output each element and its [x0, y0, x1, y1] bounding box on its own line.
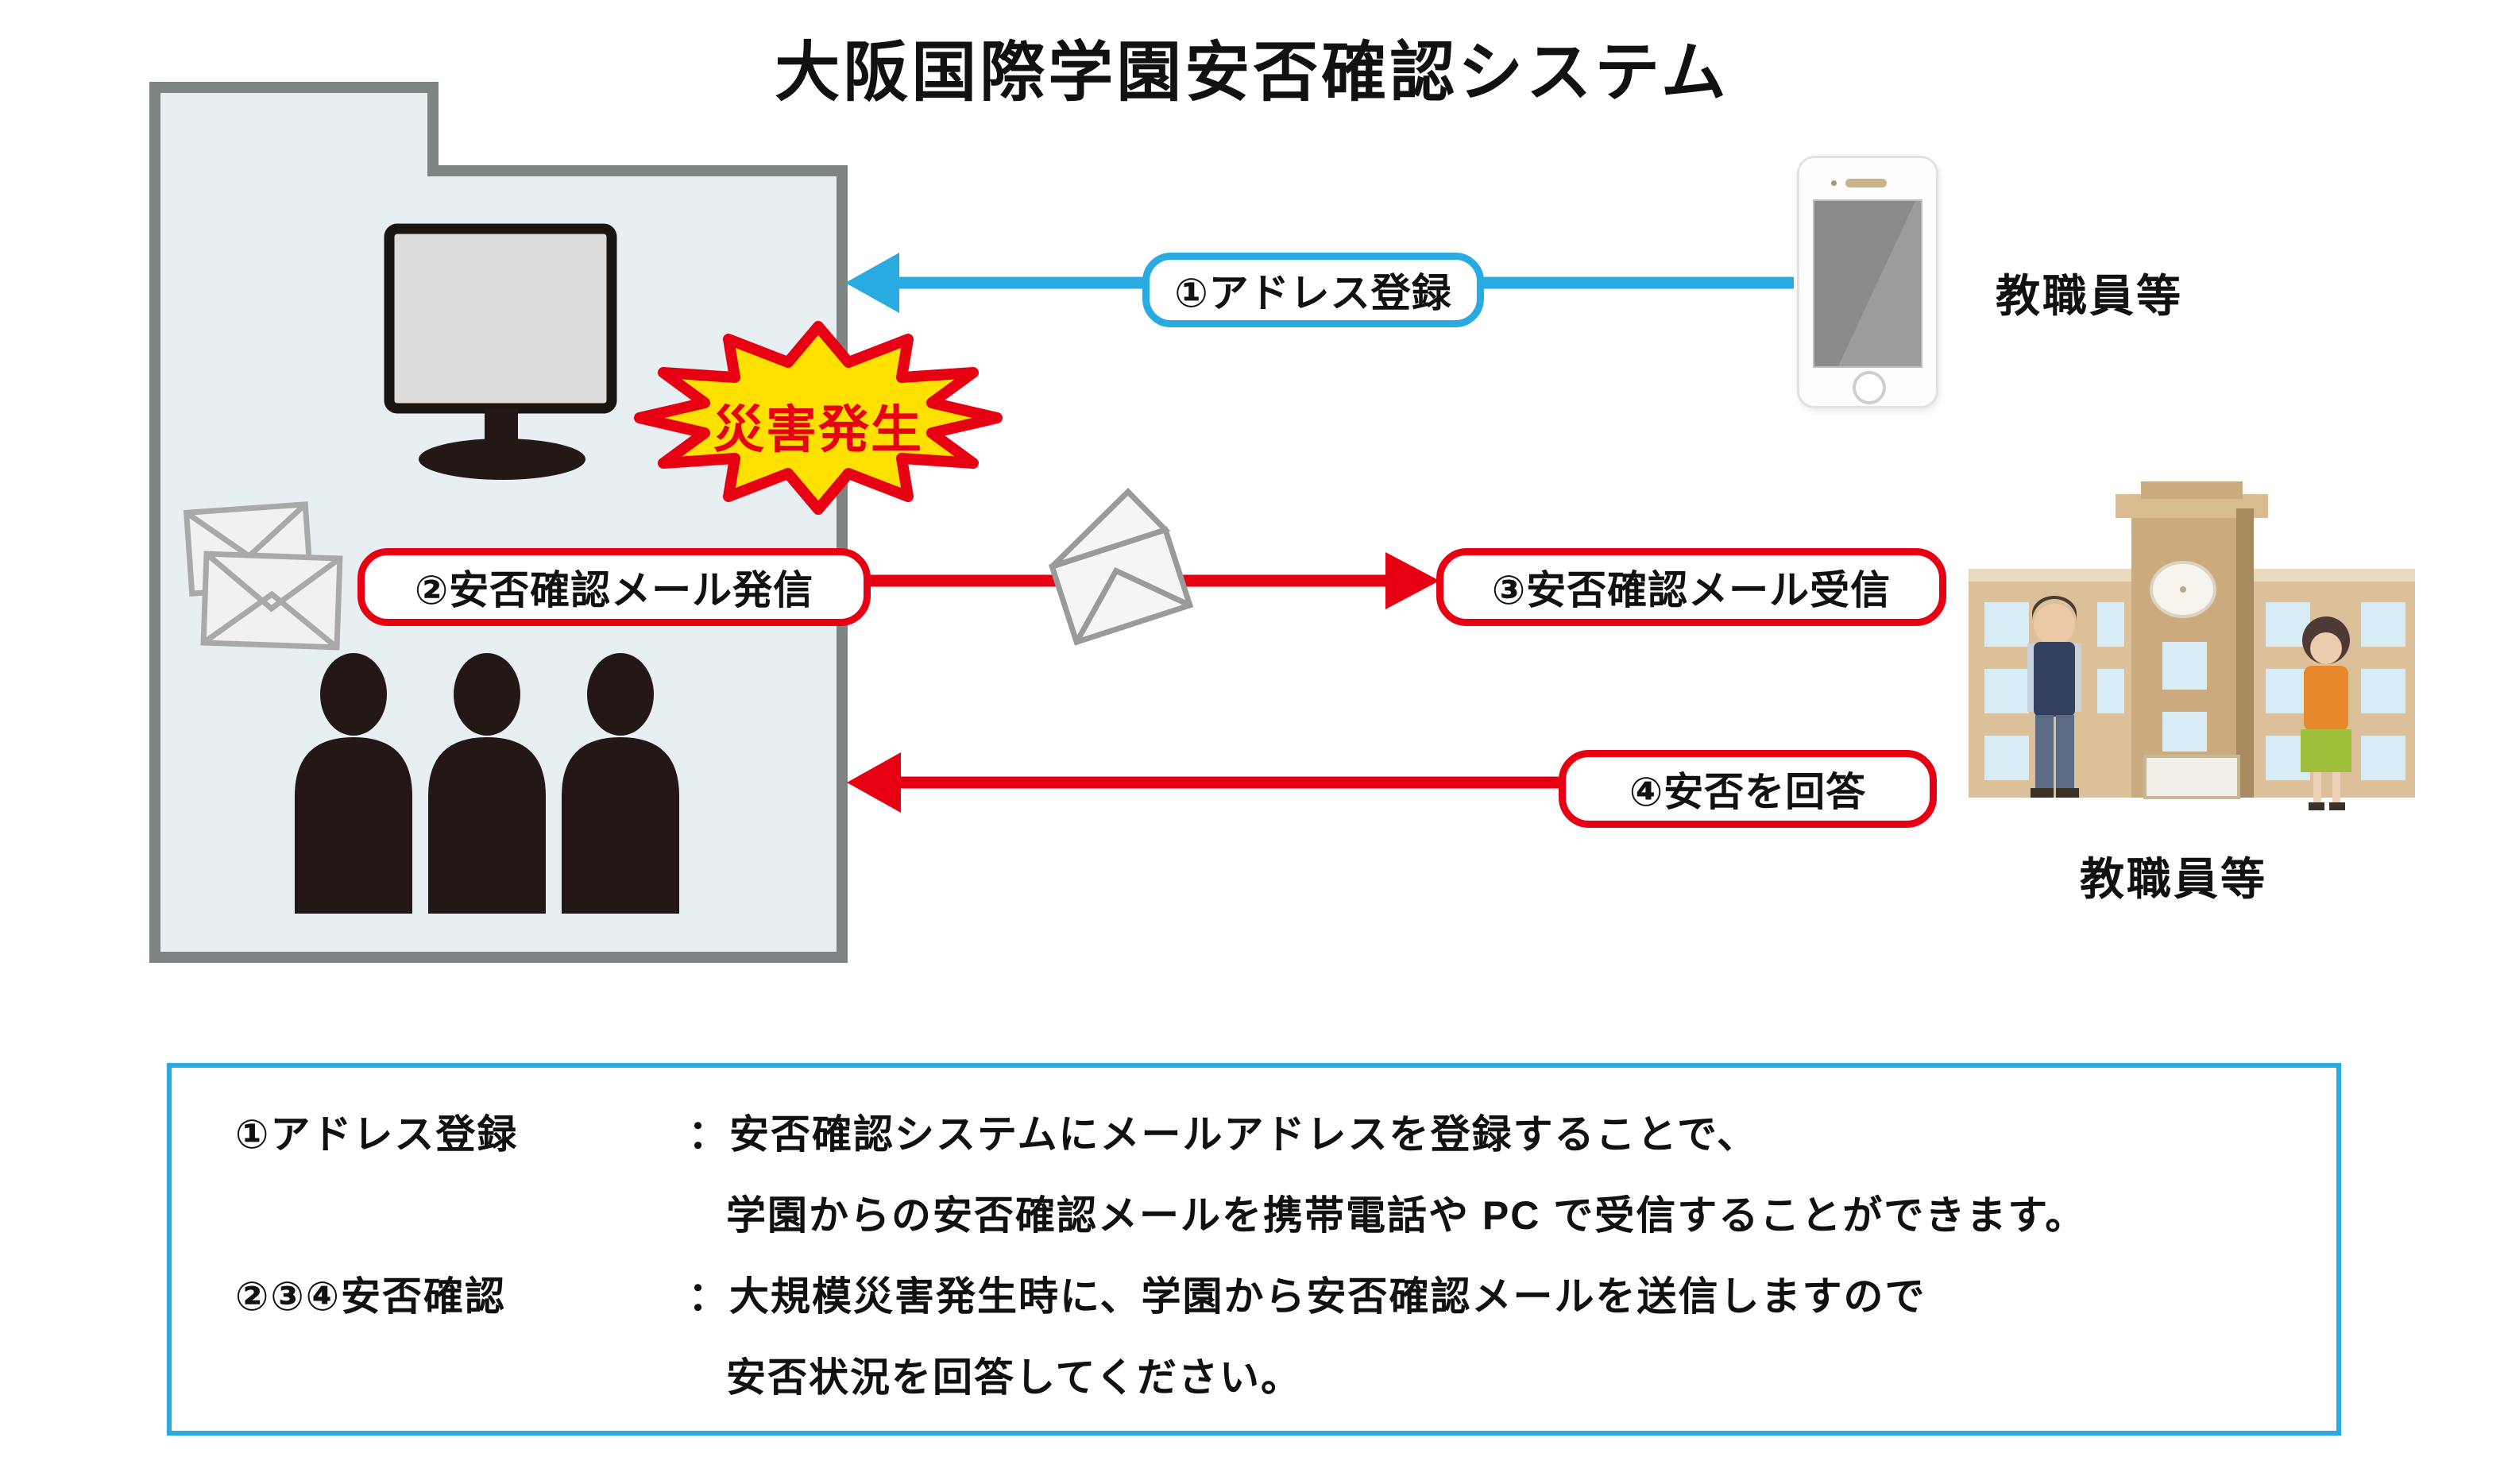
- phone-screen: [1813, 199, 1922, 368]
- male-staff-figure: [2027, 596, 2081, 798]
- legend-row1-line2: 学園からの安否確認メールを携帯電話や PC で受信することができます。: [235, 1190, 2336, 1241]
- female-staff-figure: [2301, 616, 2351, 810]
- phone-home-button: [1853, 371, 1886, 404]
- step4-reply-pill: ④安否を回答: [1559, 750, 1937, 828]
- legend-row2-line1: ②③④安否確認 ：大規模災害発生時に、学園から安否確認メールを送信しますので: [235, 1271, 2336, 1322]
- disaster-burst: [634, 321, 1003, 515]
- legend-row2-text: ：大規模災害発生時に、学園から安否確認メールを送信しますので: [688, 1274, 1926, 1319]
- phone-sensor-dot: [1831, 180, 1837, 186]
- smartphone-icon: [1797, 156, 1938, 408]
- people-group-icon: [295, 653, 679, 914]
- school-office-shape: [149, 82, 848, 963]
- legend-row1-label: ①アドレス登録: [235, 1112, 519, 1157]
- legend-row2-label: ②③④安否確認: [235, 1274, 507, 1319]
- legend-row1-text2: 学園からの安否確認メールを携帯電話や PC で受信することができます。: [726, 1193, 2087, 1238]
- step1-address-registration-pill: ①アドレス登録: [1142, 253, 1484, 327]
- step2-label: ②安否確認メール発信: [414, 568, 814, 613]
- reply-arrow: [847, 752, 1559, 813]
- flying-envelope-icon: [1048, 488, 1194, 646]
- disaster-burst-label: 災害発生: [713, 401, 923, 458]
- step4-label: ④安否を回答: [1629, 770, 1867, 814]
- step3-label: ③安否確認メール受信: [1491, 568, 1892, 613]
- legend-box: ①アドレス登録 ：安否確認システムにメールアドレスを登録することで、 学園からの安…: [167, 1063, 2341, 1436]
- legend-row1-line1: ①アドレス登録 ：安否確認システムにメールアドレスを登録することで、: [235, 1109, 2336, 1160]
- legend-row2-line2: 安否状況を回答してください。: [235, 1352, 2336, 1403]
- step2-mail-send-pill: ②安否確認メール発信: [357, 548, 871, 626]
- pc-monitor-icon: [384, 223, 617, 480]
- page-title: 大阪国際学園安否確認システム: [775, 37, 1729, 109]
- legend-row1-text: ：安否確認システムにメールアドレスを登録することで、: [688, 1112, 1758, 1157]
- legend-row2-text2: 安否状況を回答してください。: [726, 1355, 1302, 1400]
- step1-label: ①アドレス登録: [1174, 271, 1452, 315]
- school-building-icon: [1969, 481, 2415, 810]
- staff-label-top: 教職員等: [1996, 271, 2183, 321]
- envelope-stack-icon: [183, 501, 343, 651]
- step3-mail-receive-pill: ③安否確認メール受信: [1436, 548, 1946, 626]
- staff-label-bottom: 教職員等: [2080, 854, 2267, 904]
- phone-speaker: [1845, 179, 1887, 187]
